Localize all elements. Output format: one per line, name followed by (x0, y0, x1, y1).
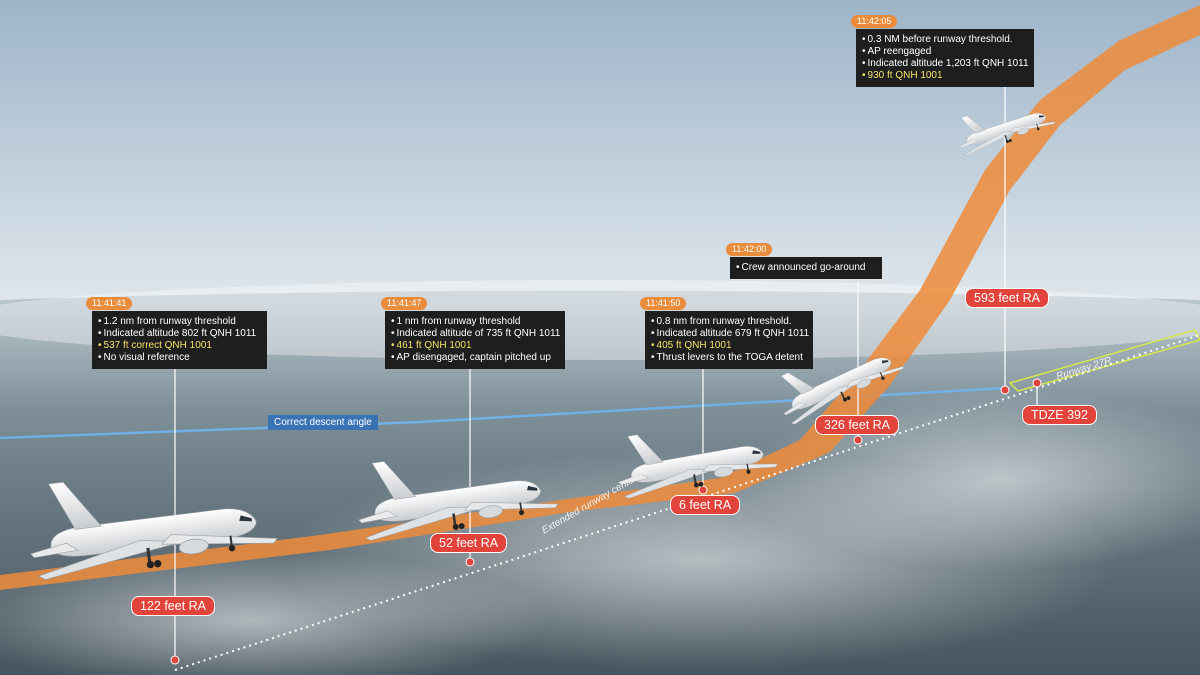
time-badge-1: 11:41:41 (86, 297, 133, 310)
callout-line-highlight: 405 ft QNH 1001 (651, 340, 805, 352)
time-badge-2: 11:41:47 (381, 297, 428, 310)
tdze-dot (1032, 378, 1042, 388)
ra-badge-3: 6 feet RA (670, 495, 741, 515)
event-callout-5: 0.3 NM before runway threshold. AP reeng… (856, 29, 1034, 87)
ra-dot-5 (1000, 385, 1010, 395)
runway-outline (1008, 329, 1200, 392)
callout-line: AP disengaged, captain pitched up (391, 352, 557, 364)
ra-badge-4: 326 feet RA (815, 415, 900, 435)
callout-line: 1.2 nm from runway threshold (98, 316, 259, 328)
correct-descent-angle-label: Correct descent angle (268, 415, 378, 430)
callout-line: Thrust levers to the TOGA detent (651, 352, 805, 364)
callout-line: Indicated altitude of 735 ft QNH 1011 (391, 328, 561, 340)
time-badge-4: 11:42:00 (726, 243, 773, 256)
callout-line: Indicated altitude 679 ft QNH 1011 (651, 328, 810, 340)
callout-line: No visual reference (98, 352, 259, 364)
callout-line: 0.8 nm from runway threshold. (651, 316, 805, 328)
callout-line: 0.3 NM before runway threshold. (862, 34, 1026, 46)
event-callout-4: Crew announced go-around (730, 257, 882, 279)
ra-dot-3 (698, 485, 708, 495)
callout-line: AP reengaged (862, 46, 1026, 58)
callout-line-highlight: 537 ft correct QNH 1001 (98, 340, 259, 352)
callout-line: Indicated altitude 802 ft QNH 1011 (98, 328, 259, 340)
ra-badge-1: 122 feet RA (131, 596, 216, 616)
callout-line: 1 nm from runway threshold (391, 316, 557, 328)
time-badge-3: 11:41:50 (640, 297, 687, 310)
callout-line: Crew announced go-around (736, 262, 874, 274)
time-badge-5: 11:42:05 (851, 15, 898, 28)
ra-dot-4 (853, 435, 863, 445)
ra-dot-2 (465, 557, 475, 567)
callout-line-highlight: 930 ft QNH 1001 (862, 70, 1026, 82)
ra-badge-2: 52 feet RA (430, 533, 508, 553)
ra-dot-1 (170, 655, 180, 665)
tdze-badge: TDZE 392 (1022, 405, 1097, 425)
event-callout-3: 0.8 nm from runway threshold. Indicated … (645, 311, 813, 369)
correct-descent-line (0, 386, 1006, 440)
event-callout-2: 1 nm from runway threshold Indicated alt… (385, 311, 565, 369)
ra-badge-5: 593 feet RA (965, 288, 1050, 308)
callout-line: Indicated altitude 1,203 ft QNH 1011 (862, 58, 1029, 70)
callout-line-highlight: 461 ft QNH 1001 (391, 340, 557, 352)
event-callout-1: 1.2 nm from runway threshold Indicated a… (92, 311, 267, 369)
